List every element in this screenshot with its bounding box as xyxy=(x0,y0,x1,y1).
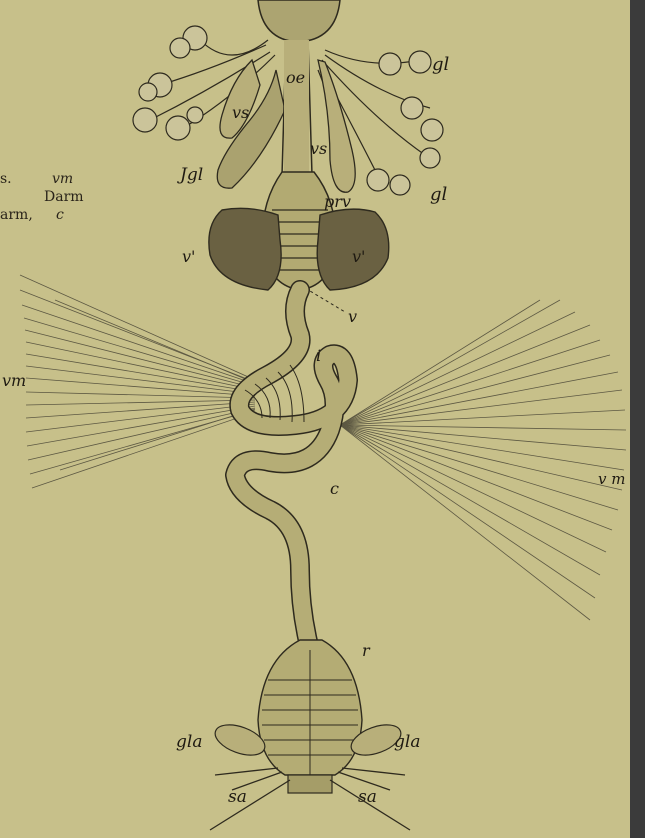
setae-left xyxy=(210,768,290,830)
caption-line-3a: arm, xyxy=(0,207,33,223)
caption-line-1a: s. xyxy=(0,171,12,187)
gastric-lobe-left xyxy=(209,208,281,290)
caption-line-1b: vm xyxy=(52,171,73,187)
muscle-fan-right xyxy=(340,300,626,620)
label-sa-left: sa xyxy=(228,787,247,807)
label-gl-right: gl xyxy=(430,184,448,205)
muscle-fan-left xyxy=(20,275,255,488)
anal-segment xyxy=(288,775,332,793)
label-c: c xyxy=(330,479,339,498)
label-gla-left: gla xyxy=(176,732,202,752)
caption-line-3b: c xyxy=(56,207,64,223)
label-vs-left: vs xyxy=(232,103,249,122)
label-v-prime-right: v' xyxy=(352,247,365,266)
label-prv: prv xyxy=(324,192,351,211)
label-gla-right: gla xyxy=(394,732,420,752)
salivary-reservoir-right xyxy=(318,60,355,192)
caption-fragment: s. vm Darm arm, c xyxy=(0,171,84,223)
label-i: i xyxy=(316,346,321,365)
caption-line-2: Darm xyxy=(44,189,84,205)
oesophagus-fill xyxy=(284,40,309,175)
label-vm-right: v m xyxy=(598,470,625,488)
label-oe: oe xyxy=(286,68,305,87)
label-vs-right: vs xyxy=(310,139,327,158)
label-v-prime-left: v' xyxy=(182,247,195,266)
head-capsule xyxy=(258,0,340,42)
label-r: r xyxy=(362,641,371,660)
label-v: v xyxy=(348,307,357,326)
label-vm-left: vm xyxy=(2,371,26,390)
label-sa-right: sa xyxy=(358,787,377,807)
label-jgl: Jgl xyxy=(177,165,203,185)
label-gl-top: gl xyxy=(432,54,450,75)
page-edge-strip xyxy=(630,0,645,838)
